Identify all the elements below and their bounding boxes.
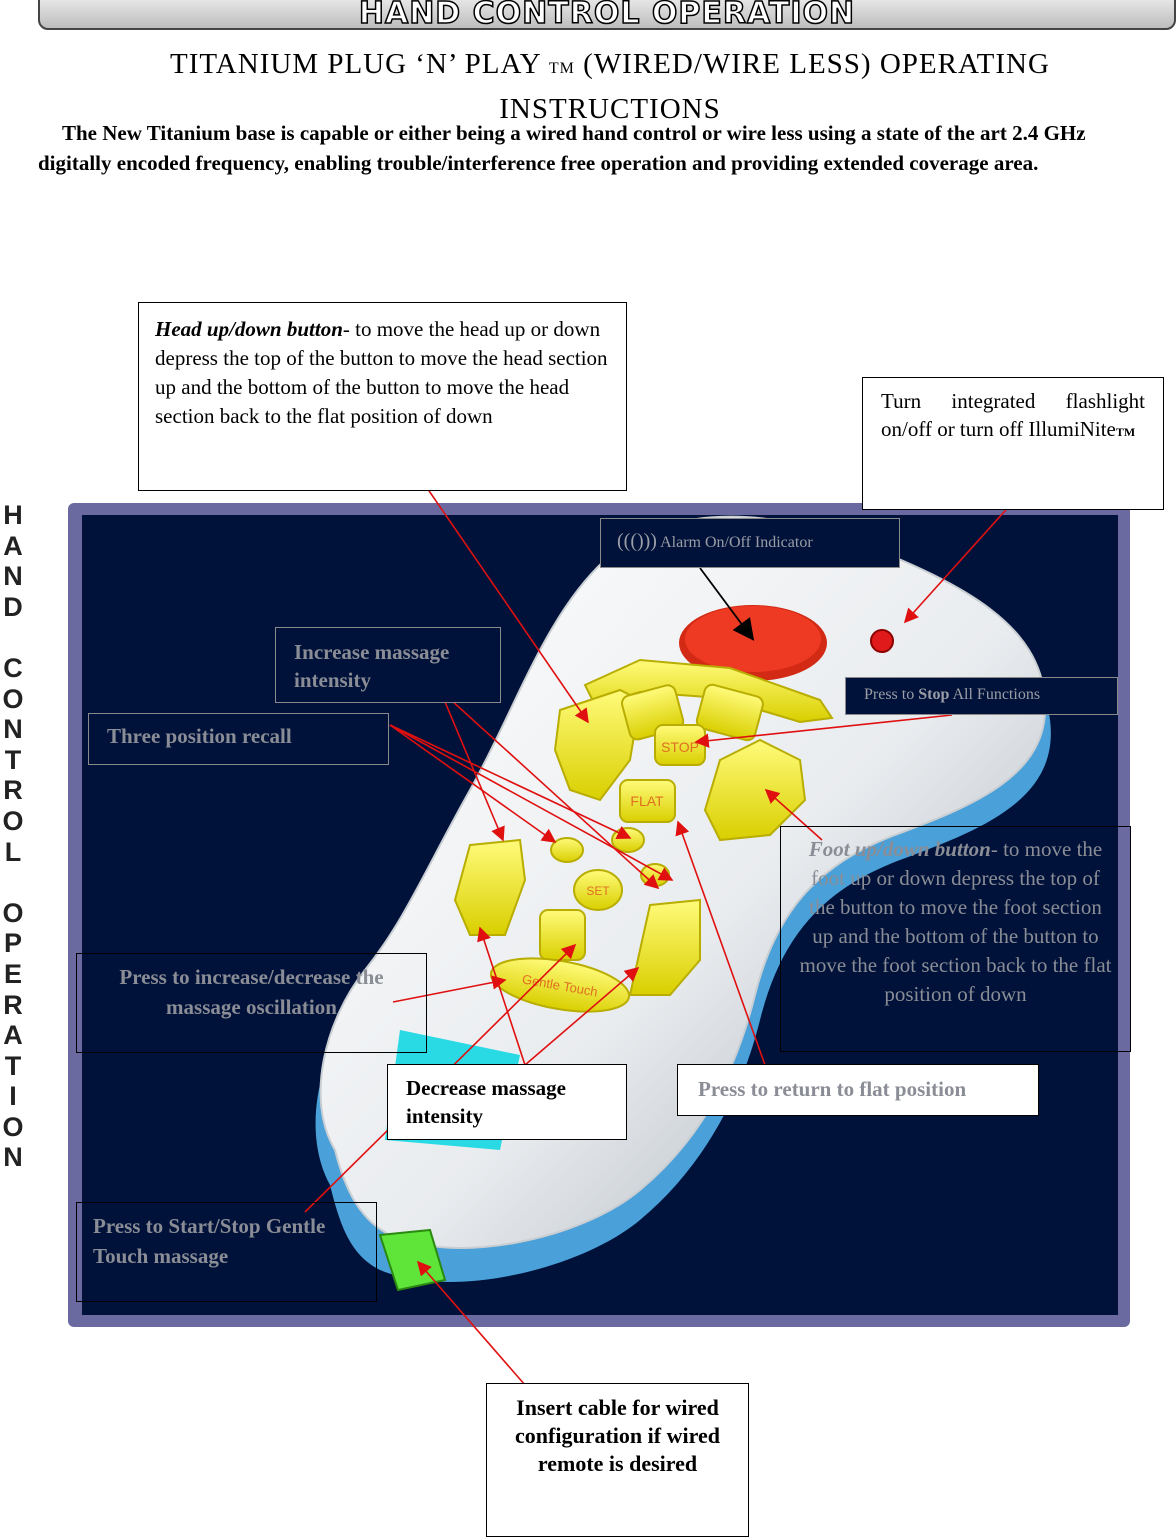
callout-alarm: ((())) Alarm On/Off Indicator [600,518,900,568]
page-title: TITANIUM PLUG ‘N’ PLAY TM (WIRED/WIRE LE… [60,44,1160,129]
top-button-right [695,683,764,742]
side-label-letter: A [3,1020,23,1051]
callout-decrease: Decrease massage intensity [387,1064,627,1140]
intro-text: The New Titanium base is capable or eith… [38,121,1086,175]
callout-arrows [304,484,1014,1386]
callout-stop: Press to Stop All Functions [845,677,1118,715]
callout-oscillation: Press to increase/decrease the massage o… [76,953,427,1053]
set-button-label: SET [586,884,610,898]
callout-stop-bold: Stop [918,686,950,703]
callout-head: Head up/down button- to move the head up… [138,302,627,491]
callout-recall: Three position recall [88,713,389,765]
massage-center-button [539,909,586,961]
side-label-letter: R [3,989,23,1020]
side-label-letter: I [9,1081,17,1112]
set-button [573,869,623,911]
side-label-letter: O [2,683,24,714]
memory-button-1 [550,837,584,863]
gentle-touch-button [489,957,631,1013]
callout-foot: Foot up/down button- to move the foot up… [780,826,1131,1052]
side-label-letter: C [3,652,23,683]
side-label-letter: N [3,1142,23,1173]
callout-flashlight-text: Turn integrated flashlight on/off or tur… [881,389,1145,441]
stop-button-label: STOP [661,739,699,755]
memory-button-3 [640,863,670,887]
side-label-letter: O [2,805,24,836]
side-label-letter: L [4,836,22,867]
flat-button-label: FLAT [630,793,664,809]
callout-foot-title: Foot up/down button [808,837,991,861]
side-label-letter: N [3,561,23,592]
callout-head-text: - to move the head up or down depress th… [155,317,608,428]
trademark: TM [548,60,575,77]
callout-head-title: Head up/down button [155,317,343,341]
alarm-symbol: ((())) [617,530,657,552]
intro-paragraph: The New Titanium base is capable or eith… [38,118,1153,178]
callout-stop-before: Press to [864,686,919,703]
callout-flat: Press to return to flat position [677,1064,1039,1116]
callout-increase: Increase massage intensity [275,627,501,703]
callout-oscillation-text: Press to increase/decrease the massage o… [119,965,384,1019]
callout-recall-text: Three position recall [107,724,292,748]
callout-decrease-text: Decrease massage intensity [406,1076,566,1128]
side-label-letter: H [3,500,23,530]
section-banner: HAND CONTROL OPERATION [38,0,1176,30]
side-label-letter: O [2,1111,24,1142]
flashlight-button [870,629,894,653]
callout-flashlight: Turn integrated flashlight on/off or tur… [862,377,1164,510]
callout-foot-text: - to move the foot up or down depress th… [799,837,1112,1006]
callout-stop-after: All Functions [949,686,1041,703]
side-label-letter: A [3,530,23,561]
banner-title: HAND CONTROL OPERATION [358,0,856,31]
callout-flat-text: Press to return to flat position [698,1077,967,1101]
side-label-letter: R [3,775,23,806]
callout-gentle: Press to Start/Stop Gentle Touch massage [76,1202,377,1302]
side-label-letter: T [4,1050,22,1081]
callout-flashlight-tm: TM [1115,425,1136,439]
flat-button [619,779,676,823]
side-label-letter: T [4,744,22,775]
side-label-letter: E [3,958,22,989]
title-line2: (WIRED/WIRE LESS) OPERATING INSTRUCTIONS [499,48,1050,125]
foot-button [703,738,807,842]
callout-cable-text: Insert cable for wired configuration if … [515,1395,720,1476]
title-line1: TITANIUM PLUG ‘N’ PLAY [170,48,541,80]
side-label-letter: O [2,897,24,928]
massage-head-button [453,838,527,936]
callout-alarm-text: Alarm On/Off Indicator [660,534,813,551]
callout-gentle-text: Press to Start/Stop Gentle Touch massage [93,1214,326,1268]
callout-increase-text: Increase massage intensity [294,640,450,692]
side-label-letter: P [3,928,22,959]
alarm-arrow [699,567,755,641]
side-label-letter: D [3,591,23,622]
side-label-letter: N [3,714,23,745]
massage-foot-button [628,898,701,996]
callout-cable: Insert cable for wired configuration if … [486,1383,749,1537]
